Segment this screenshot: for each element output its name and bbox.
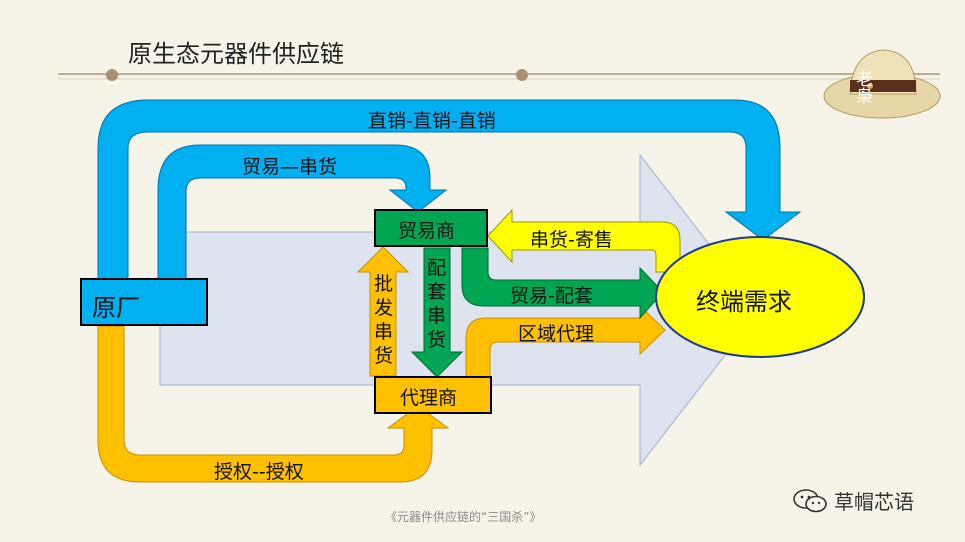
- matching-vertical-label: 配套串货: [427, 257, 447, 351]
- watermark-text: 草帽芯语: [834, 490, 914, 514]
- hat-icon: [823, 49, 941, 119]
- factory-label: 原厂: [92, 294, 140, 322]
- straw-hat-logo: 老枭: [820, 38, 960, 138]
- trader-label: 贸易商: [398, 220, 456, 242]
- wechat-icon: [793, 489, 827, 513]
- wholesale-vertical-arrow: [356, 246, 410, 377]
- trade-matching-arrow: [461, 247, 664, 320]
- authorization-label: 授权--授权: [214, 461, 304, 483]
- regional-agent-label: 区域代理: [518, 323, 595, 345]
- slide-title: 原生态元器件供应链: [128, 40, 344, 68]
- trade-crossgoods-label: 贸易—串货: [242, 156, 338, 178]
- direct-sales-label: 直销-直销-直销: [368, 110, 496, 132]
- crossgoods-consign-arrow: [487, 208, 681, 273]
- trade-matching-label: 贸易-配套: [510, 285, 593, 307]
- agent-node: 代理商: [374, 376, 492, 414]
- agent-label: 代理商: [400, 387, 458, 409]
- logo-text: 老枭: [856, 70, 873, 107]
- crossgoods-consign-label: 串货-寄售: [530, 229, 613, 251]
- title-rule: [58, 69, 940, 81]
- footer-caption: 《元器件供应链的“三国杀”》: [385, 510, 542, 524]
- trader-node: 贸易商: [374, 209, 488, 247]
- regional-agent-arrow: [465, 304, 666, 379]
- demand-label: 终端需求: [696, 288, 792, 316]
- direct-sales-arrow: [97, 99, 802, 281]
- demand-ellipse: [655, 236, 865, 358]
- matching-vertical-arrow: [410, 247, 464, 378]
- wholesale-vertical-label: 批发串货: [374, 273, 394, 367]
- factory-node: 原厂: [80, 278, 208, 326]
- wechat-watermark: 草帽芯语: [790, 482, 965, 522]
